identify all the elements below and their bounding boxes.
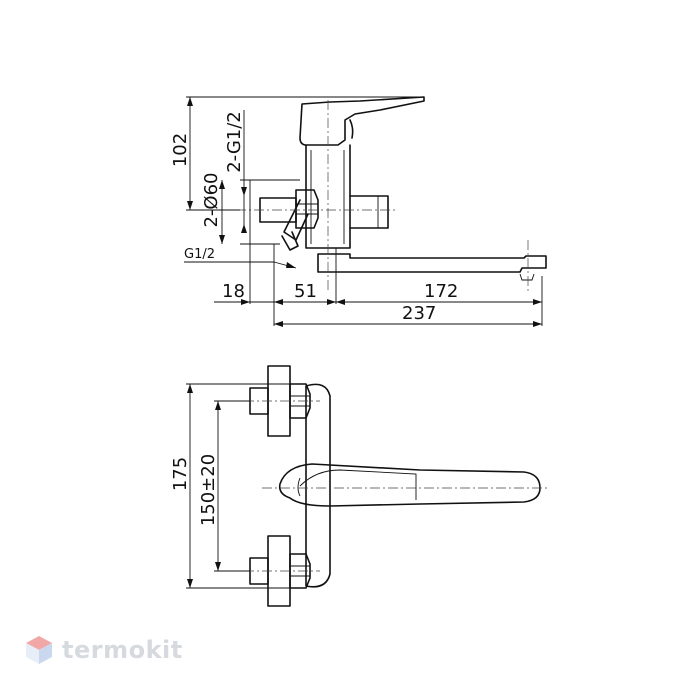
bottom-flange bbox=[267, 535, 291, 607]
spout bbox=[317, 253, 547, 273]
front-view: 175 150±20 bbox=[170, 365, 548, 607]
dim-102-arrow-top bbox=[187, 97, 193, 106]
handle-slot bbox=[349, 119, 354, 139]
spout-outlet bbox=[519, 273, 535, 281]
dim-172-arrow-r bbox=[533, 299, 542, 305]
dim-175-arrow-top bbox=[187, 384, 193, 393]
dim-102-arrow-bottom bbox=[187, 201, 193, 210]
left-nut bbox=[295, 189, 319, 229]
dim-d60-arrow-bottom bbox=[219, 235, 225, 244]
watermark: termokit bbox=[24, 634, 183, 666]
dim-18-arrow bbox=[241, 299, 250, 305]
right-connector bbox=[349, 195, 389, 229]
label-172: 172 bbox=[424, 281, 458, 302]
dim-175-arrow-bottom bbox=[187, 579, 193, 588]
top-nut-facet bbox=[290, 395, 310, 407]
label-175: 175 bbox=[170, 457, 191, 491]
nut-facet bbox=[296, 203, 318, 215]
dim-d60-arrow-top bbox=[219, 180, 225, 189]
dim-237-arrow-r bbox=[533, 321, 542, 327]
dim-237-arrow-l bbox=[274, 321, 283, 327]
dim-g12-arrow-top bbox=[241, 187, 247, 196]
bottom-nut-facet bbox=[290, 565, 310, 577]
shower-outlet bbox=[283, 199, 309, 241]
label-237: 237 bbox=[402, 303, 436, 324]
label-18: 18 bbox=[222, 281, 245, 302]
watermark-text: termokit bbox=[62, 636, 183, 664]
dim-150-arrow-bottom bbox=[215, 562, 221, 571]
front-body bbox=[305, 383, 331, 588]
label-2-g12: 2-G1/2 bbox=[224, 111, 245, 173]
dim-150-arrow-top bbox=[215, 401, 221, 410]
label-102: 102 bbox=[170, 133, 191, 167]
label-g12: G1/2 bbox=[184, 247, 215, 262]
g12-arrow bbox=[286, 262, 296, 268]
cube-logo-icon bbox=[26, 636, 52, 664]
dim-g12-arrow-bottom bbox=[241, 224, 247, 233]
side-view: 102 2-G1/2 2-Ø60 G1/2 18 51 172 237 bbox=[170, 96, 547, 327]
dim-51-arrow bbox=[327, 299, 336, 305]
label-51: 51 bbox=[294, 281, 317, 302]
top-flange bbox=[267, 365, 291, 437]
label-2-d60: 2-Ø60 bbox=[201, 172, 222, 227]
dim-172-arrow-l bbox=[336, 299, 345, 305]
label-150: 150±20 bbox=[198, 454, 219, 526]
shower-tip bbox=[281, 231, 299, 251]
front-lever-cap bbox=[297, 477, 301, 497]
handle-lever bbox=[299, 96, 425, 146]
top-nut bbox=[289, 383, 311, 419]
front-lever bbox=[278, 463, 541, 507]
front-lever-line bbox=[299, 469, 417, 500]
